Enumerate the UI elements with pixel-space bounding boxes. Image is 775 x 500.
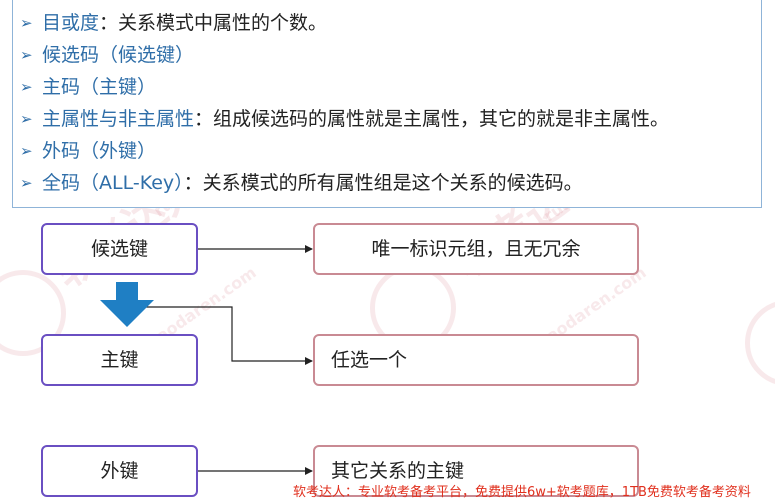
candidate-key-box: 候选键 [41, 223, 198, 275]
bullet-sep: ： [99, 12, 119, 34]
bullet-arrow-icon: ➢ [20, 46, 33, 64]
foreign-key-box: 外键 [41, 445, 198, 497]
candidate-key-desc-box: 唯一标识元组，且无冗余 [313, 223, 639, 275]
bullet-term: 候选码（候选键） [42, 44, 195, 66]
bullet-arrow-icon: ➢ [20, 78, 33, 96]
bullet-arrow-icon: ➢ [20, 174, 33, 192]
bullet-sep: ： [183, 172, 203, 194]
definitions-box: ➢目或度：关系模式中属性的个数。 ➢候选码（候选键） ➢主码（主键） ➢主属性与… [12, 0, 762, 208]
bullet-primary-key: ➢ 主码（主键） [20, 72, 156, 102]
bullet-term: 目或度 [42, 12, 100, 34]
down-arrow-icon [100, 282, 154, 327]
bullet-term: 主属性与非主属性 [42, 108, 195, 130]
bullet-all-key: ➢ 全码（ALL-Key）：关系模式的所有属性组是这个关系的候选码。 [20, 168, 583, 198]
bullet-term: 全码（ALL-Key） [42, 172, 184, 194]
bullet-foreign-key: ➢ 外码（外键） [20, 136, 156, 166]
bullet-arrow-icon: ➢ [20, 14, 33, 32]
bullet-degree: ➢ 目或度：关系模式中属性的个数。 [20, 8, 327, 38]
primary-key-box: 主键 [41, 334, 198, 386]
bullet-desc: 关系模式的所有属性组是这个关系的候选码。 [202, 172, 583, 194]
bullet-candidate-key: ➢ 候选码（候选键） [20, 40, 194, 70]
bullet-desc: 关系模式中属性的个数。 [118, 12, 328, 34]
bullet-term: 主码（主键） [42, 76, 157, 98]
bullet-arrow-icon: ➢ [20, 142, 33, 160]
bullet-prime-attribute: ➢ 主属性与非主属性：组成候选码的属性就是主属性，其它的就是非主属性。 [20, 104, 669, 134]
primary-key-desc-box: 任选一个 [313, 334, 639, 386]
bullet-desc: 组成候选码的属性就是主属性，其它的就是非主属性。 [213, 108, 670, 130]
footer-banner: 软考达人：专业软考备考平台，免费提供6w+软考题库，1TB免费软考备考资料 [293, 485, 751, 500]
bullet-sep: ： [194, 108, 214, 130]
bullet-arrow-icon: ➢ [20, 110, 33, 128]
bullet-term: 外码（外键） [42, 140, 157, 162]
foreign-key-desc-box: 其它关系的主键 [313, 445, 639, 497]
watermark-logo-icon [745, 300, 775, 386]
